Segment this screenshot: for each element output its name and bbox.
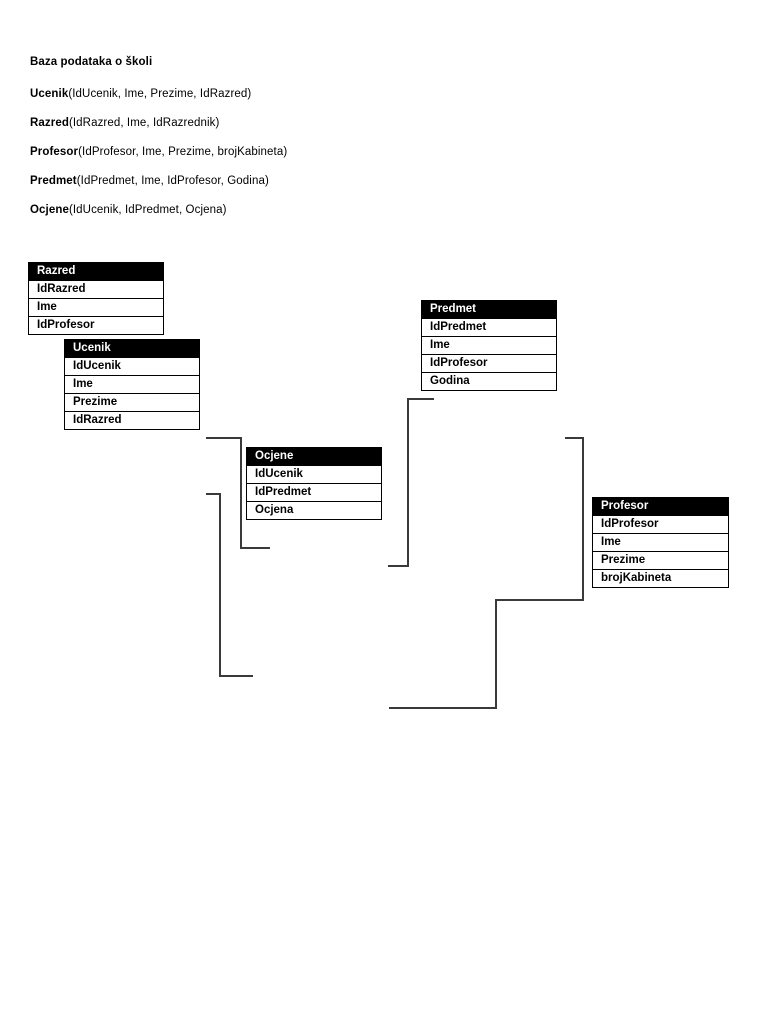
entity-field-predmet-2: IdProfesor [422,354,556,372]
entity-table-profesor[interactable]: Profesor IdProfesor Ime Prezime brojKabi… [592,497,729,588]
connector-ucenik-lower [206,493,253,677]
relation-name-ocjene: Ocjene [30,204,69,216]
entity-table-predmet[interactable]: Predmet IdPredmet Ime IdProfesor Godina [421,300,557,391]
relation-line-ucenik: Ucenik(IdUcenik, Ime, Prezime, IdRazred) [30,87,680,101]
entity-table-ocjene-title: Ocjene [247,448,381,465]
entity-field-razred-1: Ime [29,298,163,316]
relation-name-ucenik: Ucenik [30,88,69,100]
entity-table-ucenik-title: Ucenik [65,340,199,357]
relation-attributes-predmet: (IdPredmet, Ime, IdProfesor, Godina) [76,175,269,187]
relation-line-profesor: Profesor(IdProfesor, Ime, Prezime, brojK… [30,145,680,159]
connector-predmet-ocjene [388,398,434,567]
entity-table-profesor-title: Profesor [593,498,728,515]
entity-field-ucenik-3: IdRazred [65,411,199,429]
relation-attributes-ucenik: (IdUcenik, Ime, Prezime, IdRazred) [68,88,252,100]
schema-text-block: Baza podataka o školi Ucenik(IdUcenik, I… [30,55,680,232]
entity-field-predmet-3: Godina [422,372,556,390]
connector-profesor-lower [389,437,584,709]
relation-attributes-profesor: (IdProfesor, Ime, Prezime, brojKabineta) [78,146,288,158]
entity-table-predmet-title: Predmet [422,301,556,318]
entity-field-ocjene-0: IdUcenik [247,465,381,483]
relation-line-predmet: Predmet(IdPredmet, Ime, IdProfesor, Godi… [30,174,680,188]
page-title: Baza podataka o školi [30,56,153,68]
entity-field-razred-2: IdProfesor [29,316,163,334]
entity-field-razred-0: IdRazred [29,280,163,298]
relation-name-razred: Razred [30,117,69,129]
entity-table-ocjene[interactable]: Ocjene IdUcenik IdPredmet Ocjena [246,447,382,520]
relation-line-razred: Razred(IdRazred, Ime, IdRazrednik) [30,116,680,130]
entity-field-profesor-2: Prezime [593,551,728,569]
entity-field-ocjene-1: IdPredmet [247,483,381,501]
entity-field-ucenik-2: Prezime [65,393,199,411]
relation-name-predmet: Predmet [30,175,77,187]
relation-name-profesor: Profesor [30,146,79,158]
relation-line-ocjene: Ocjene(IdUcenik, IdPredmet, Ocjena) [30,203,680,217]
relation-attributes-razred: (IdRazred, Ime, IdRazrednik) [68,117,220,129]
entity-field-ucenik-1: Ime [65,375,199,393]
entity-field-profesor-3: brojKabineta [593,569,728,587]
entity-field-profesor-1: Ime [593,533,728,551]
entity-field-ucenik-0: IdUcenik [65,357,199,375]
entity-field-profesor-0: IdProfesor [593,515,728,533]
entity-table-razred[interactable]: Razred IdRazred Ime IdProfesor [28,262,164,335]
relation-attributes-ocjene: (IdUcenik, IdPredmet, Ocjena) [68,204,227,216]
entity-table-razred-title: Razred [29,263,163,280]
entity-table-ucenik[interactable]: Ucenik IdUcenik Ime Prezime IdRazred [64,339,200,430]
entity-field-predmet-1: Ime [422,336,556,354]
entity-field-ocjene-2: Ocjena [247,501,381,519]
entity-field-predmet-0: IdPredmet [422,318,556,336]
